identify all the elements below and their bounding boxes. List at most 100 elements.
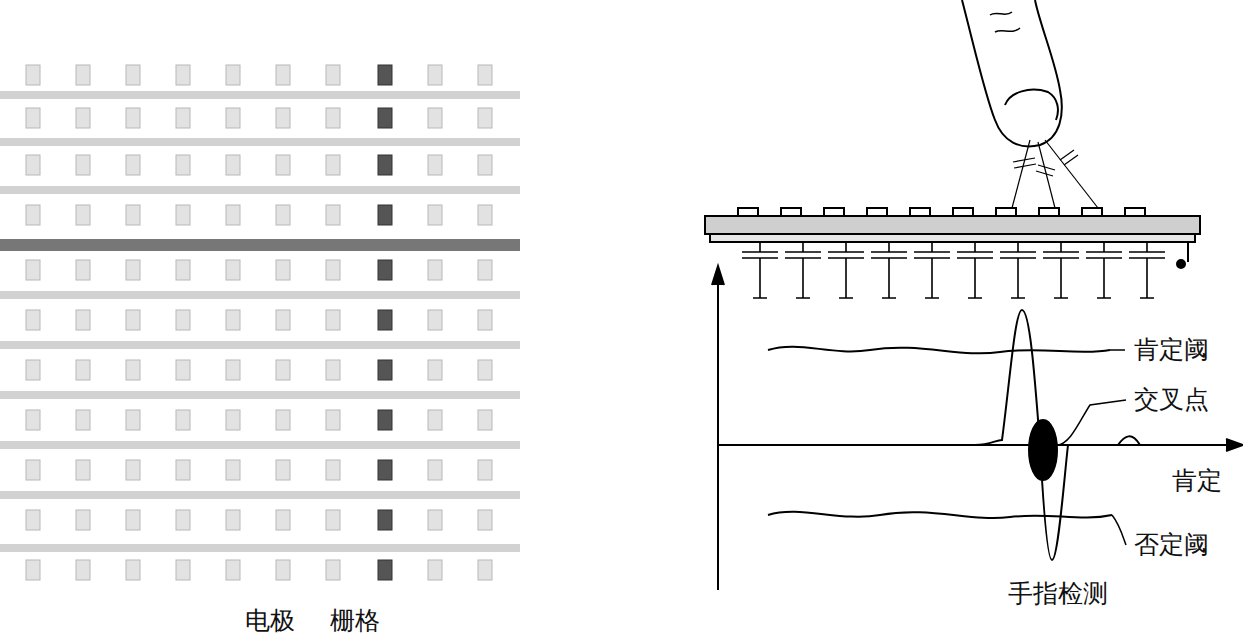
caption-text: 电极 — [245, 607, 295, 635]
grid-pad — [26, 560, 40, 580]
grid-pad — [126, 460, 140, 480]
grid-pad — [176, 205, 190, 225]
grid-pad — [126, 65, 140, 85]
grid-bar — [0, 186, 520, 194]
grid-pad — [326, 410, 340, 430]
finger — [962, 0, 1062, 146]
grid-pad — [176, 510, 190, 530]
electrode-grid — [0, 65, 520, 580]
grid-pad — [378, 360, 392, 380]
grid-pad — [176, 410, 190, 430]
grid-pad — [276, 155, 290, 175]
grid-pad — [428, 510, 442, 530]
grid-pad — [478, 460, 492, 480]
grid-pad — [126, 108, 140, 128]
grid-bar — [0, 544, 520, 552]
grid-pad — [276, 460, 290, 480]
finger-capacitance — [1012, 140, 1098, 208]
callout-label: 交叉点 — [1134, 386, 1209, 414]
grid-pad — [276, 360, 290, 380]
top-electrodes — [738, 208, 1145, 216]
capacitor-symbol — [785, 242, 821, 298]
grid-pad — [326, 510, 340, 530]
grid-pad — [176, 560, 190, 580]
capacitor-symbol — [871, 242, 907, 298]
grid-bar — [0, 491, 520, 499]
grid-pad — [478, 155, 492, 175]
grid-pad — [26, 155, 40, 175]
top-pad — [1082, 208, 1102, 216]
grid-pad — [76, 260, 90, 280]
grid-pad — [126, 310, 140, 330]
grid-pad — [326, 360, 340, 380]
axis-label: 肯定 — [1172, 467, 1222, 495]
grid-pad — [226, 310, 240, 330]
grid-pad — [26, 360, 40, 380]
top-pad — [781, 208, 801, 216]
grid-pad — [226, 510, 240, 530]
grid-pad — [126, 560, 140, 580]
threshold-label: 肯定阈 — [1134, 336, 1209, 364]
grid-bar — [0, 391, 520, 399]
grid-pad — [76, 205, 90, 225]
grid-pad — [226, 260, 240, 280]
grid-pad — [226, 460, 240, 480]
grid-pad — [378, 310, 392, 330]
grid-pad — [428, 310, 442, 330]
grid-pad — [126, 155, 140, 175]
grid-pad — [478, 65, 492, 85]
grid-pad — [176, 155, 190, 175]
caption-text: 手指检测 — [1008, 580, 1108, 608]
grid-pad — [378, 410, 392, 430]
grid-pad — [176, 360, 190, 380]
grid-pad — [276, 65, 290, 85]
grid-pad — [276, 560, 290, 580]
grid-pad — [478, 410, 492, 430]
capacitor-symbol — [828, 242, 864, 298]
top-pad — [1125, 208, 1145, 216]
capacitor-symbol — [1000, 242, 1036, 298]
grid-pad — [378, 510, 392, 530]
grid-pad — [378, 108, 392, 128]
grid-pad — [326, 155, 340, 175]
top-pad — [1039, 208, 1059, 216]
grid-pad — [276, 205, 290, 225]
grid-pad — [26, 108, 40, 128]
grid-pad — [76, 460, 90, 480]
grid-pad — [478, 205, 492, 225]
grid-pad — [428, 410, 442, 430]
grid-bar — [0, 291, 520, 299]
grid-pad — [176, 310, 190, 330]
grid-pad — [76, 108, 90, 128]
grid-pad — [378, 65, 392, 85]
grid-bar — [0, 441, 520, 449]
capacitor-symbol — [1129, 242, 1165, 298]
grid-pad — [378, 155, 392, 175]
grid-pad — [276, 108, 290, 128]
grid-pad — [378, 560, 392, 580]
capacitor-symbol — [914, 242, 950, 298]
grid-pad — [478, 108, 492, 128]
signal-plot — [712, 266, 1243, 590]
threshold-label: 否定阈 — [1134, 531, 1209, 559]
grid-pad — [428, 155, 442, 175]
capacitor-symbol — [1043, 242, 1079, 298]
grid-pad — [478, 360, 492, 380]
capacitor-symbol — [742, 242, 778, 298]
grid-pad — [276, 510, 290, 530]
grid-pad — [226, 360, 240, 380]
grid-pad — [326, 205, 340, 225]
grid-pad — [126, 510, 140, 530]
capacitor-symbol — [1086, 242, 1122, 298]
grid-pad — [478, 560, 492, 580]
grid-pad — [176, 460, 190, 480]
grid-pad — [176, 108, 190, 128]
grid-pad — [226, 410, 240, 430]
grid-pad — [26, 260, 40, 280]
grid-bar — [0, 341, 520, 349]
grid-pad — [326, 260, 340, 280]
grid-pad — [276, 410, 290, 430]
grid-bar — [0, 239, 520, 251]
sensor-cross-section — [705, 216, 1200, 268]
